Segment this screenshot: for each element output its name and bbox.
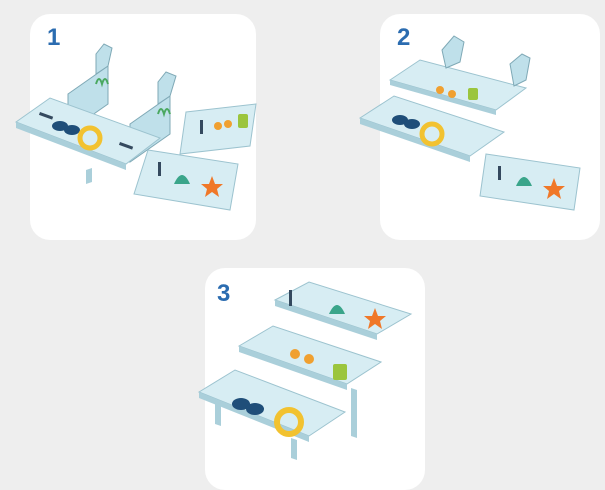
board-with-shell-and-starfish (480, 154, 580, 210)
step-3-panel: 3 (205, 268, 425, 490)
step-1-illustration (30, 14, 256, 240)
three-tier-shelf-assembled (199, 282, 411, 460)
step-2-illustration (380, 14, 600, 240)
step-3-illustration (205, 268, 425, 490)
step-1-panel: 1 (30, 14, 256, 240)
board-with-shell-and-starfish (134, 150, 238, 210)
step-2-panel: 2 (380, 14, 600, 240)
board-with-sunglasses-and-bucket (180, 104, 256, 154)
